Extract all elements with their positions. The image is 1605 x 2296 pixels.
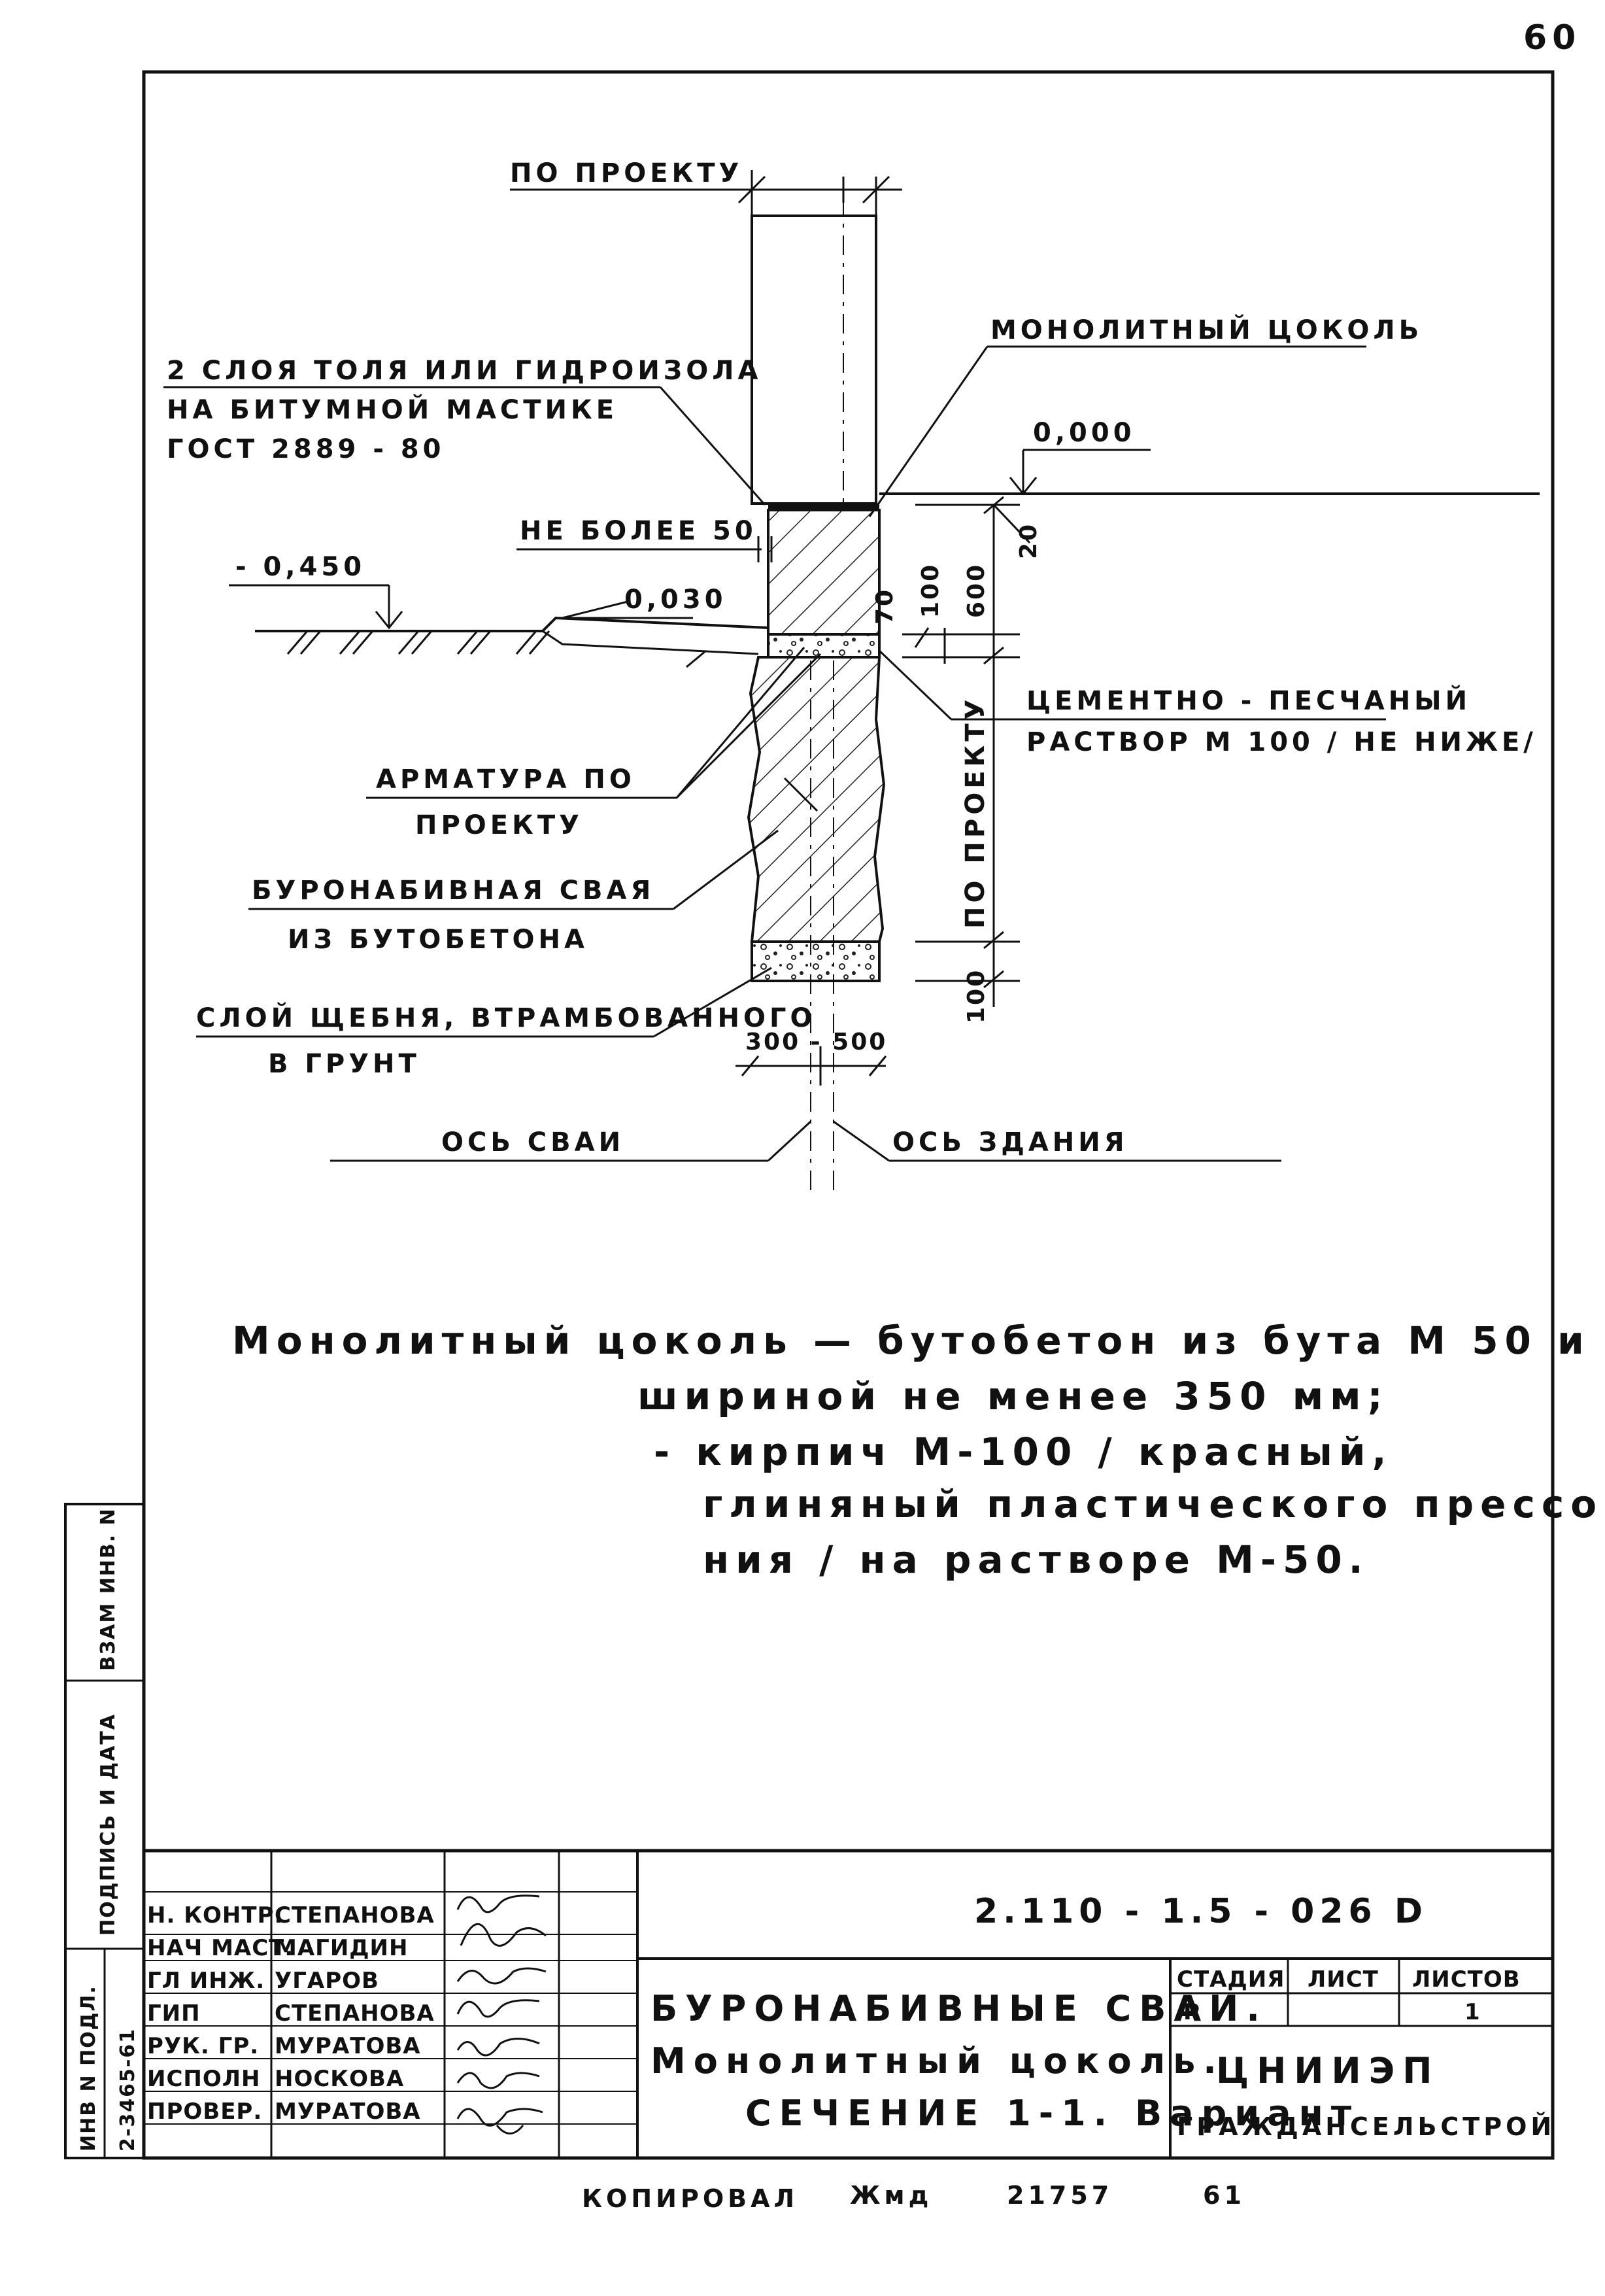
stage-header: СТАДИЯ: [1177, 1966, 1285, 1993]
label-po-proektu-vert: ПО ПРОЕКТУ: [960, 696, 990, 929]
label-gravel-1: СЛОЙ ЩЕБНЯ, ВТРАМБОВАННОГО: [196, 1002, 816, 1033]
sign-name-4: МУРАТОВА: [275, 2033, 421, 2059]
gravel-layer: [751, 940, 881, 982]
sheet-header: ЛИСТ: [1308, 1966, 1379, 1993]
copy-format: 61: [1203, 2181, 1245, 2210]
dim-20: 20: [1015, 523, 1042, 559]
sign-role-1: НАЧ МАСТ.: [147, 1935, 294, 1961]
label-waterproofing-2: НА БИТУМНОЙ МАСТИКЕ: [167, 394, 618, 425]
dim-100-bottom: 100: [963, 968, 990, 1023]
label-building-axis: ОСЬ ЗДАНИЯ: [892, 1127, 1128, 1157]
dim-600: 600: [963, 563, 990, 618]
label-pile-axis: ОСЬ СВАИ: [441, 1127, 624, 1157]
bored-pile: [747, 656, 886, 943]
section-drawing: ПО ПРОЕКТУ МОНОЛИТНЫЙ ЦОКОЛЬ 2 СЛОЯ ТОЛЯ…: [163, 158, 1540, 1197]
side-sign-date: ПОДПИСЬ И ДАТА: [97, 1713, 120, 1936]
sign-name-1: МАГИДИН: [275, 1935, 408, 1961]
label-waterproofing-3: ГОСТ 2889 - 80: [167, 434, 445, 464]
label-not-more-50: НЕ БОЛЕЕ 50: [520, 516, 757, 546]
doc-code: 2.110 - 1.5 - 026 D: [974, 1892, 1428, 1931]
copy-stamp: КОПИРОВАЛ Жмд 21757 61: [582, 2181, 1245, 2213]
side-inv-number: 2-3465-61: [116, 2028, 139, 2151]
label-waterproofing-1: 2 СЛОЯ ТОЛЯ ИЛИ ГИДРОИЗОЛА: [167, 356, 762, 386]
notes: Монолитный цоколь — бутобетон из бута М …: [232, 1318, 1605, 1582]
label-mortar-2: РАСТВОР М 100 / НЕ НИЖЕ/: [1026, 727, 1537, 757]
title-line-1: БУРОНАБИВНЫЕ СВАИ.: [650, 1988, 1268, 2029]
label-pile-2: ИЗ БУТОБЕТОНА: [288, 925, 588, 955]
label-monolith-plinth: МОНОЛИТНЫЙ ЦОКОЛЬ: [990, 314, 1423, 345]
label-level-minus: - 0,450: [235, 552, 365, 582]
sign-role-2: ГЛ ИНЖ.: [147, 1968, 265, 1994]
ground-hatch: [286, 630, 707, 668]
label-po-proektu-top: ПО ПРОЕКТУ: [510, 158, 743, 188]
title-block: Н. КОНТР. СТЕПАНОВА НАЧ МАСТ. МАГИДИН ГЛ…: [142, 1849, 1555, 2160]
note-line-4: глиняный пластического прессова-: [703, 1482, 1605, 1526]
dim-100: 100: [917, 563, 944, 618]
side-replace-inv: ВЗАМ ИНВ. N: [97, 1507, 120, 1671]
dim-300-500: 300 - 500: [745, 1029, 887, 1055]
page-number: 60: [1523, 18, 1581, 58]
sign-name-2: УГАРОВ: [275, 1968, 379, 1994]
stage-value: Р: [1183, 1999, 1200, 2025]
sign-name-6: МУРАТОВА: [275, 2099, 421, 2125]
sign-role-4: РУК. ГР.: [147, 2033, 259, 2059]
copy-number: 21757: [1007, 2181, 1113, 2210]
note-line-3: - кирпич М-100 / красный,: [654, 1430, 1393, 1474]
sheets-header: ЛИСТОВ: [1412, 1966, 1521, 1993]
label-gravel-2: В ГРУНТ: [268, 1049, 420, 1079]
sign-role-6: ПРОВЕР.: [147, 2099, 262, 2125]
wall-above: [751, 214, 877, 505]
label-pile-1: БУРОНАБИВНАЯ СВАЯ: [252, 876, 654, 906]
signature-scribbles: [456, 1894, 547, 2134]
sign-role-5: ИСПОЛН: [147, 2066, 260, 2092]
note-line-5: ния / на растворе М-50.: [703, 1537, 1370, 1582]
copy-name: Жмд: [850, 2181, 932, 2210]
side-inv-orig: ИНВ N ПОДЛ.: [77, 1985, 100, 2151]
sign-name-3: СТЕПАНОВА: [275, 2000, 435, 2027]
label-rebar-2: ПРОЕКТУ: [415, 810, 583, 840]
note-line-1: Монолитный цоколь — бутобетон из бута М …: [232, 1318, 1605, 1363]
note-line-2: шириной не менее 350 мм;: [637, 1374, 1389, 1418]
sign-name-0: СТЕПАНОВА: [275, 1902, 435, 1928]
org-name-2: ГРАЖДАНСЕЛЬСТРОЙ: [1177, 2112, 1555, 2141]
label-rebar-1: АРМАТУРА ПО: [376, 764, 635, 795]
sign-role-3: ГИП: [147, 2000, 201, 2027]
sign-role-0: Н. КОНТР.: [147, 1902, 283, 1928]
monolithic-plinth: [767, 509, 881, 636]
copy-label: КОПИРОВАЛ: [582, 2184, 798, 2213]
title-line-3: СЕЧЕНИЕ 1-1. Вариант: [745, 2093, 1359, 2134]
label-slope: 0,030: [624, 585, 727, 615]
org-name-1: ЦНИИЭП: [1216, 2050, 1440, 2091]
sheets-value: 1: [1464, 1999, 1481, 2025]
side-stamp: ВЗАМ ИНВ. N ПОДПИСЬ И ДАТА ИНВ N ПОДЛ. 2…: [64, 1503, 145, 2159]
title-line-2: Монолитный цоколь.: [650, 2040, 1225, 2082]
mortar-layer: [767, 633, 881, 659]
label-level-zero: 0,000: [1033, 418, 1136, 448]
sign-name-5: НОСКОВА: [275, 2066, 404, 2092]
dim-70: 70: [871, 588, 898, 625]
label-mortar-1: ЦЕМЕНТНО - ПЕСЧАНЫЙ: [1026, 685, 1471, 716]
